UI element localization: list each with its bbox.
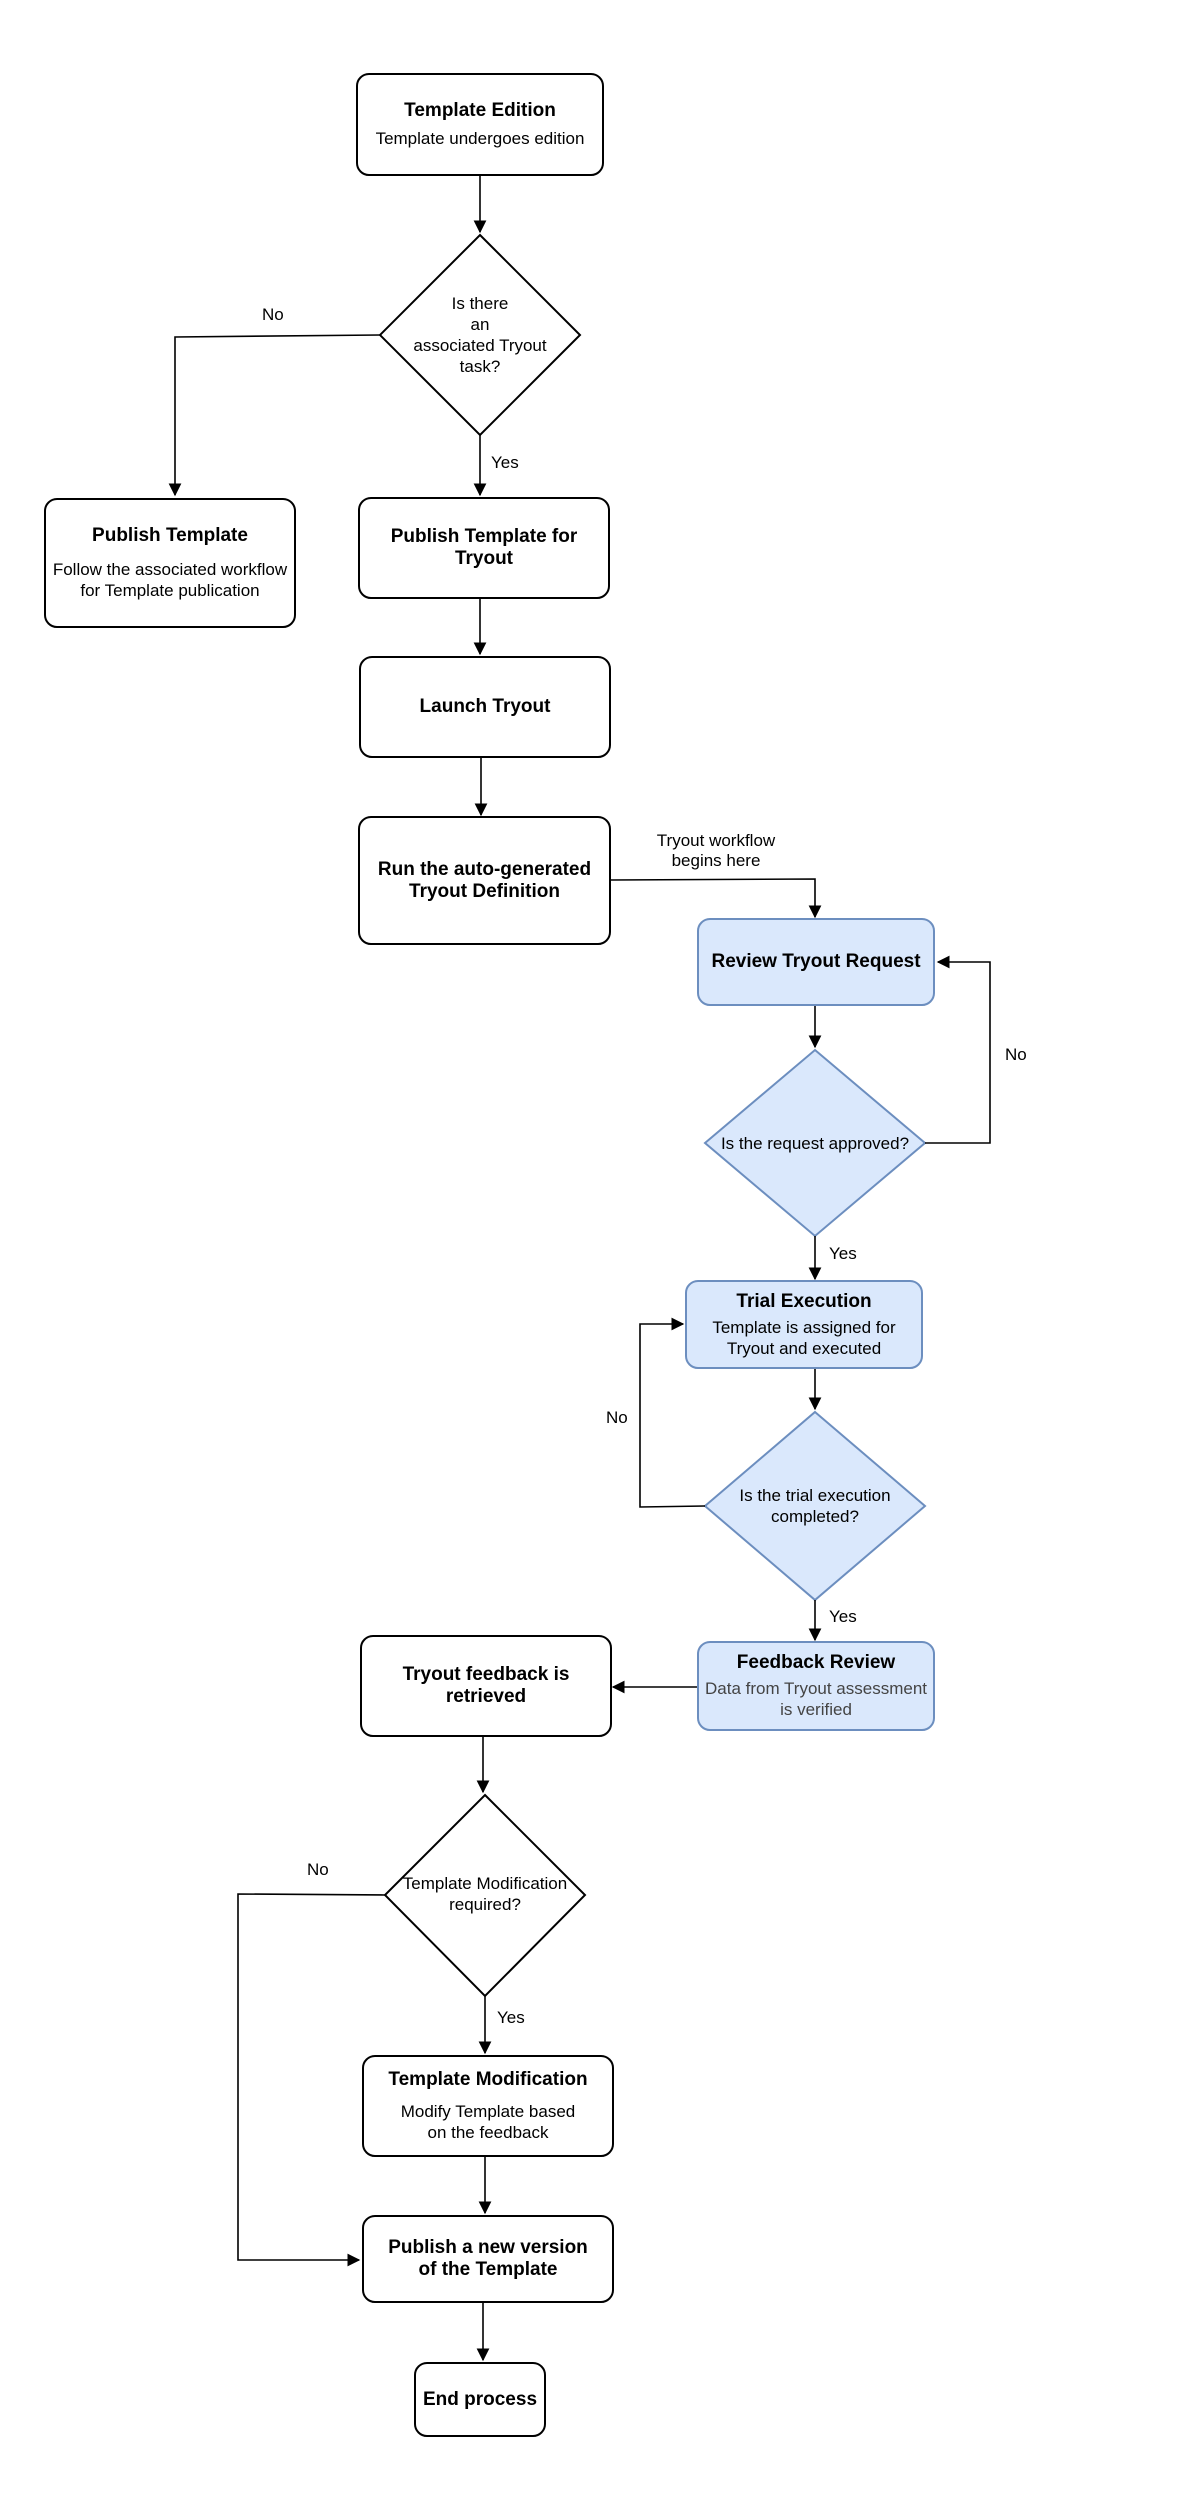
- edge-label-yes-4: Yes: [497, 2008, 525, 2027]
- template-edition-box: Template Edition Template undergoes edit…: [356, 73, 604, 176]
- connector-approved-no-loop: [925, 955, 991, 1144]
- launch-tryout-title: Launch Tryout: [419, 696, 551, 717]
- feedback-review-subtitle: Data from Tryout assessment is verified: [704, 1679, 928, 1719]
- feedback-review-title: Feedback Review: [736, 1652, 896, 1673]
- edge-label-yes-2: Yes: [829, 1244, 857, 1263]
- template-edition-subtitle: Template undergoes edition: [375, 129, 585, 148]
- publish-template-box: Publish Template Follow the associated w…: [44, 498, 296, 628]
- template-modification-title: Template Modification: [388, 2069, 588, 2090]
- review-request-box: Review Tryout Request: [697, 918, 935, 1006]
- publish-new-version-title: Publish a new version of the Template: [388, 2237, 588, 2280]
- connector-completed-no-loop: [639, 1317, 706, 1508]
- template-edition-title: Template Edition: [404, 100, 556, 121]
- run-definition-box: Run the auto-generated Tryout Definition: [358, 816, 611, 945]
- feedback-retrieved-title: Tryout feedback is retrieved: [402, 1664, 570, 1707]
- end-process-box: End process: [414, 2362, 546, 2437]
- template-modification-box: Template Modification Modify Template ba…: [362, 2055, 614, 2157]
- connector-run-to-review: [610, 878, 822, 919]
- publish-for-tryout-title: Publish Template for Tryout: [390, 526, 578, 569]
- edge-label-no-4: No: [307, 1860, 329, 1879]
- edge-label-yes-3: Yes: [829, 1607, 857, 1626]
- run-definition-title: Run the auto-generated Tryout Definition: [377, 858, 592, 902]
- edge-label-no-3: No: [606, 1408, 628, 1427]
- trial-execution-box: Trial Execution Template is assigned for…: [685, 1280, 923, 1369]
- completed-decision-text: Is the trial execution completed?: [739, 1486, 891, 1526]
- feedback-review-box: Feedback Review Data from Tryout assessm…: [697, 1641, 935, 1731]
- edge-label-no-1: No: [262, 305, 284, 324]
- trial-execution-subtitle: Template is assigned for Tryout and exec…: [712, 1317, 896, 1358]
- template-modification-subtitle: Modify Template based on the feedback: [400, 2102, 576, 2142]
- launch-tryout-box: Launch Tryout: [359, 656, 611, 758]
- edge-label-no-2: No: [1005, 1045, 1027, 1064]
- publish-template-title: Publish Template: [92, 525, 248, 546]
- connector-decision-no-publish: [168, 334, 381, 497]
- publish-new-version-box: Publish a new version of the Template: [362, 2215, 614, 2303]
- modification-decision-text: Template Modification required?: [402, 1874, 568, 1914]
- connector-modification-no-publish: [237, 1893, 386, 2267]
- approved-decision-text: Is the request approved?: [720, 1133, 910, 1153]
- feedback-retrieved-box: Tryout feedback is retrieved: [360, 1635, 612, 1737]
- publish-for-tryout-box: Publish Template for Tryout: [358, 497, 610, 599]
- edge-label-yes-1: Yes: [491, 453, 519, 472]
- edge-label-workflow-begins: Tryout workflow begins here: [656, 831, 776, 870]
- trial-execution-title: Trial Execution: [736, 1290, 872, 1312]
- end-process-title: End process: [422, 2388, 538, 2410]
- tryout-decision-text: Is there an associated Tryout task?: [413, 294, 547, 376]
- review-request-title: Review Tryout Request: [711, 951, 921, 972]
- publish-template-subtitle: Follow the associated workflow for Templ…: [52, 560, 288, 600]
